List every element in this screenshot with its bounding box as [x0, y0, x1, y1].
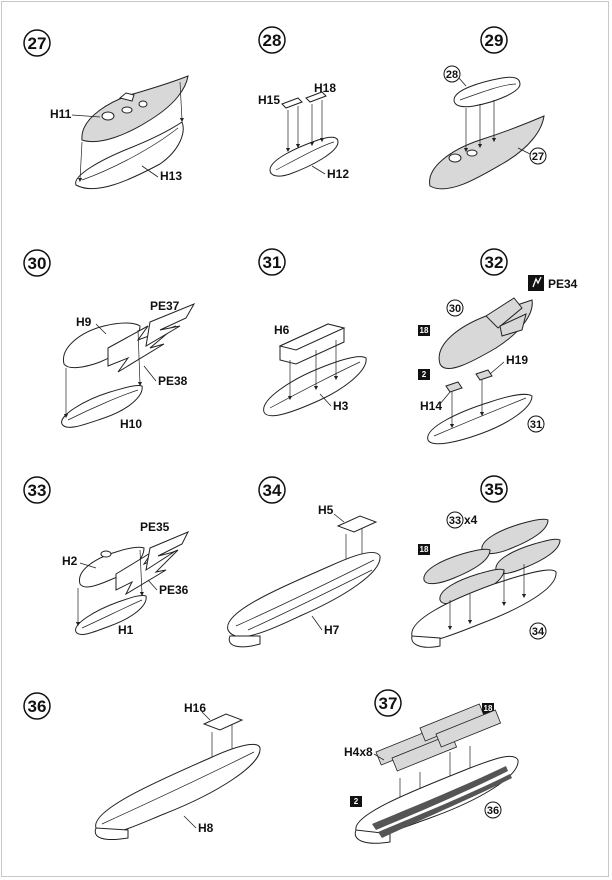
part-label-H19: H19 [506, 353, 528, 367]
part-label-H9: H9 [76, 315, 92, 329]
part-label-H1: H1 [118, 623, 134, 637]
step-35: 35 33 x4 18 34 [411, 475, 561, 648]
part-label-H8: H8 [198, 821, 214, 835]
step-29: 29 28 27 [429, 26, 547, 190]
step-number-badge [480, 248, 508, 276]
step-number-badge [23, 692, 51, 720]
step-31: 31 H6 H3 [258, 248, 367, 417]
step-number: 30 [28, 254, 47, 273]
step-number-badge [258, 248, 286, 276]
decal-number-18: 18 [484, 704, 493, 713]
decal-number-18: 18 [420, 326, 429, 335]
step-number: 35 [485, 480, 504, 499]
step-number: 29 [485, 31, 504, 50]
part-label-PE37: PE37 [150, 299, 180, 313]
part-label-H2: H2 [62, 554, 78, 568]
part-label-H15: H15 [258, 93, 280, 107]
ref-step-36: 36 [487, 805, 499, 817]
part-label-H5: H5 [318, 503, 334, 517]
part-label-PE35: PE35 [140, 520, 170, 534]
step-number: 37 [379, 694, 398, 713]
ref-step-31: 31 [530, 419, 542, 431]
part-label-H10: H10 [120, 417, 142, 431]
decal-number-2: 2 [354, 797, 359, 806]
step-34: 34 H5 H7 [227, 476, 381, 648]
bomb-rack-row-1 [375, 703, 502, 772]
step-30: 30 H9 PE37 PE38 H10 [23, 249, 196, 431]
part-label-PE34: PE34 [548, 277, 578, 291]
step-number: 32 [485, 253, 504, 272]
part-label-H18: H18 [314, 81, 336, 95]
step-27: 27 H11 H13 [23, 29, 189, 190]
ref-step-30: 30 [449, 303, 461, 315]
part-label-H11: H11 [50, 107, 72, 121]
step-number-badge [23, 29, 51, 57]
step-28: 28 H15 H18 H12 [258, 26, 349, 181]
part-label-H3: H3 [333, 399, 349, 413]
step-number: 31 [263, 253, 282, 272]
step-number: 36 [28, 697, 47, 716]
step-number-badge [23, 249, 51, 277]
step-number-badge [374, 689, 402, 717]
part-label-H14: H14 [420, 399, 442, 413]
step-number: 28 [263, 31, 282, 50]
step-number-badge [23, 476, 51, 504]
decal-icon [528, 275, 544, 291]
part-label-H12: H12 [327, 167, 349, 181]
step-number-badge [480, 475, 508, 503]
multiplier-x4: x4 [464, 513, 478, 527]
part-label-H16: H16 [184, 701, 206, 715]
part-label-H4x8: H4x8 [344, 745, 373, 759]
part-label-H6: H6 [274, 323, 290, 337]
step-number-badge [258, 476, 286, 504]
decal-number-18: 18 [420, 545, 429, 554]
ref-step-34: 34 [532, 626, 545, 638]
assembled-tank [429, 115, 545, 190]
part-label-PE38: PE38 [158, 374, 188, 388]
upper-tank-half [81, 75, 189, 143]
ref-step-33: 33 [449, 515, 461, 527]
step-32: 32 PE34 30 18 H19 2 H14 31 [418, 248, 578, 445]
step-number-badge [258, 26, 286, 54]
step-37: 37 18 H4x8 2 36 [344, 689, 519, 844]
decal-number-2: 2 [422, 370, 427, 379]
part-label-H13: H13 [160, 169, 182, 183]
step-number: 33 [28, 481, 47, 500]
step-number-badge [480, 26, 508, 54]
step-number: 34 [263, 481, 282, 500]
ref-step-27: 27 [532, 151, 544, 163]
step-36: 36 H16 H8 [23, 692, 261, 841]
ref-step-28: 28 [446, 69, 458, 81]
step-number: 27 [28, 34, 47, 53]
step-33: 33 PE35 H2 PE36 H1 [23, 476, 190, 637]
part-label-H7: H7 [324, 623, 340, 637]
part-label-PE36: PE36 [159, 583, 189, 597]
